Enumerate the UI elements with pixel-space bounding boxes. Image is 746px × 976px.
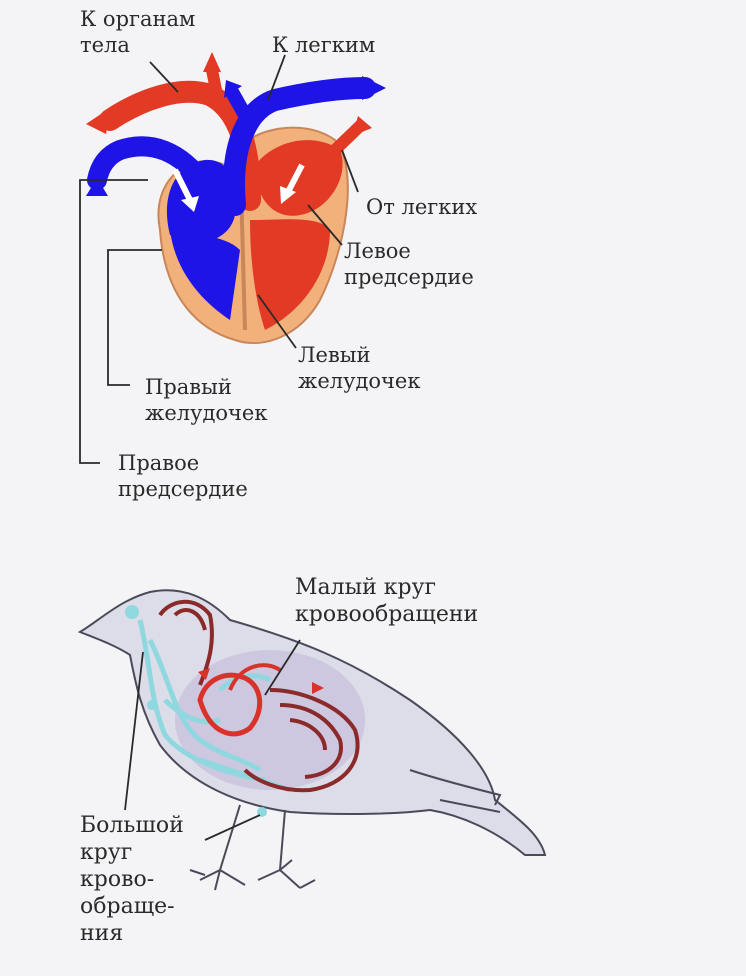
label-right-atrium-line2: предсердие [118,477,248,501]
right-atrium-shape [166,159,237,243]
label-to-body-organs-line1: К органам [80,7,196,31]
flow-arrow-left-atrium [285,163,305,194]
label-from-lungs-text: От легких [366,195,478,219]
bird-diagram [77,589,547,891]
label-pulmonary-circulation: Малый круг кровообращени [295,574,478,628]
bird-tail [409,769,502,813]
label-right-atrium-line1: Правое [118,451,200,475]
label-left-ventricle: Левый желудочек [298,342,420,394]
bird-heart-arch [228,663,282,691]
pulmonary-branch-left [225,88,252,119]
arrow-to-lungs-left [224,80,242,98]
left-ventricle-shape [250,219,330,330]
aorta-branch-up [206,68,226,112]
pulmonary-vessels [158,599,360,793]
heart-diagram [79,52,386,464]
label-systemic-circulation: Большой круг крово- обраще- ния [80,812,184,947]
flow-arrow-right-atrium [172,168,193,202]
leader-pulmonary-circle [264,639,301,696]
bird-eye [125,605,139,619]
label-systemic-circulation-line3: крово- [80,867,155,892]
label-to-body-organs: К органам тела [80,6,195,58]
leader-to-lungs [267,54,286,101]
flow-arrowhead-right [181,196,199,212]
label-pulmonary-circulation-line1: Малый круг [295,575,437,600]
leader-left-ventricle [257,294,297,349]
label-systemic-circulation-line1: Большой [80,813,184,838]
leader-right-atrium [79,179,148,464]
label-from-lungs: От легких [366,194,477,220]
bird-arrow-2 [312,682,324,694]
bird-heart-red [197,672,263,737]
bird-leader-lines [124,639,301,841]
label-systemic-circulation-line2: круг [80,840,133,865]
label-left-atrium-line1: Левое [344,239,411,263]
label-to-lungs: К легким [272,32,375,58]
bird-cyan-dot-1 [147,700,157,710]
label-left-atrium: Левое предсердие [344,238,474,290]
arrow-from-lungs [352,116,372,136]
arrow-to-body-left [86,108,110,134]
aorta-vessel [99,80,261,211]
label-right-atrium: Правое предсердие [118,450,248,502]
label-left-ventricle-line1: Левый [298,343,371,367]
label-systemic-circulation-line5: ния [80,921,124,946]
arrow-to-body-up [203,52,221,72]
leader-right-ventricle [107,249,162,386]
label-right-ventricle-line1: Правый [145,375,232,399]
leader-from-lungs [341,149,359,193]
label-left-ventricle-line2: желудочек [298,369,421,393]
pulmonary-artery-vessel [223,77,376,216]
arrow-to-lungs-right [362,76,386,100]
right-ventricle-shape [170,230,240,320]
leader-left-atrium [307,204,343,246]
label-right-ventricle: Правый желудочек [145,374,267,426]
vena-cava-vessel [87,136,215,195]
arrow-vena-cava [86,178,108,196]
label-to-lungs-text: К легким [272,33,376,57]
label-left-atrium-line2: предсердие [344,265,474,289]
bird-arrow-1 [198,668,210,680]
label-systemic-circulation-line4: обраще- [80,894,175,919]
label-to-body-organs-line2: тела [80,33,130,57]
flow-arrowhead-left [280,186,296,204]
heart-leader-lines [79,54,359,464]
label-pulmonary-circulation-line2: кровообращени [295,602,479,627]
leader-systemic-circle-1 [124,651,144,811]
leader-systemic-circle-2 [204,814,261,841]
label-right-ventricle-line2: желудочек [145,401,268,425]
leader-to-body [149,61,179,93]
left-atrium-shape [255,140,343,216]
